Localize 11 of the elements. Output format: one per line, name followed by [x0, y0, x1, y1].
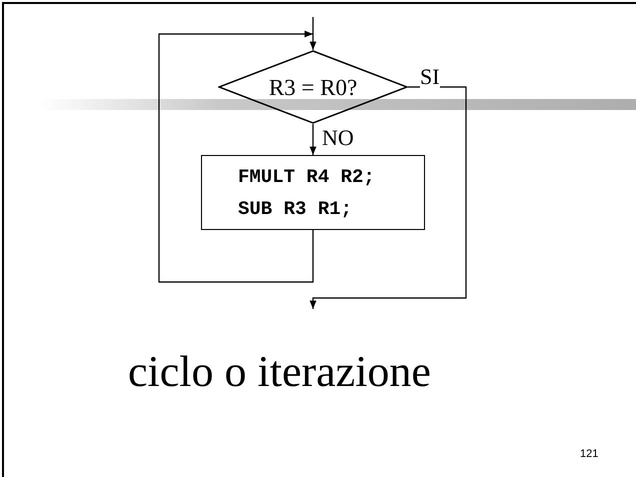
condition-text: R3 = R0?: [268, 76, 358, 98]
arrow: [310, 17, 316, 50]
process-box: [201, 155, 425, 230]
slide-title: ciclo o iterazione: [128, 350, 431, 394]
arrow: [310, 124, 316, 155]
code-text: FMULT R4 R2; SUB R3 R1;: [238, 164, 376, 222]
arrow: [310, 86, 467, 309]
decision-diamond: [218, 50, 408, 124]
edge-label: SI: [420, 66, 440, 88]
page-number: 121: [580, 448, 598, 460]
arrow: [158, 30, 314, 283]
